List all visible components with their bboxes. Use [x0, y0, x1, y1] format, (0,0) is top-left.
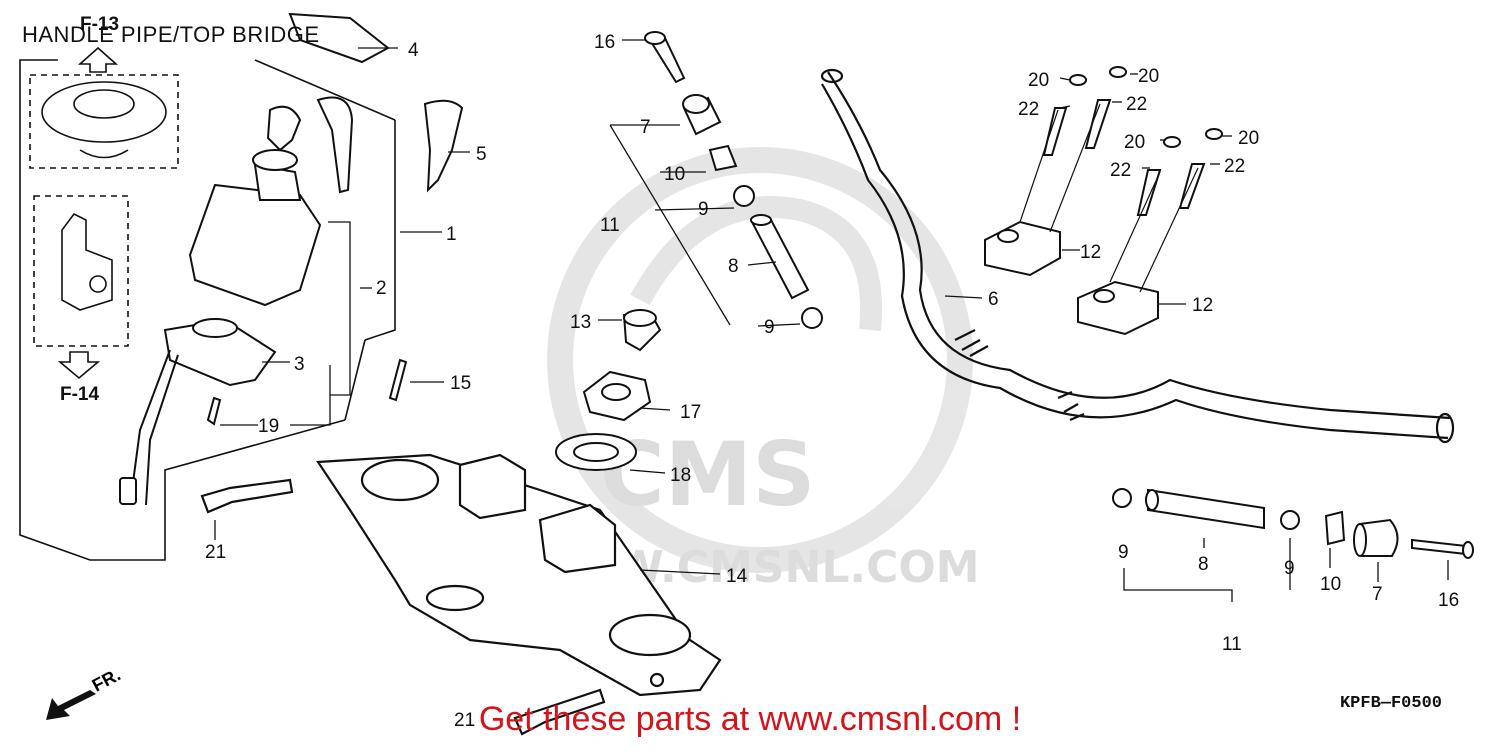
- callout-22-c: 22: [1110, 160, 1131, 181]
- callout-22-b: 22: [1126, 94, 1147, 115]
- callout-13: 13: [570, 312, 591, 333]
- bracket-4: [288, 12, 390, 64]
- callout-3: 3: [294, 354, 305, 375]
- ignition-group: [19, 46, 396, 561]
- callout-12-b: 12: [1192, 295, 1213, 316]
- callout-14: 14: [726, 566, 748, 587]
- callout-9-d: 9: [1284, 558, 1295, 579]
- front-arrow-icon: [46, 690, 96, 720]
- handle-pipe: [820, 68, 1455, 444]
- callout-22-d: 22: [1224, 156, 1245, 177]
- callout-10-upper: 10: [664, 164, 685, 185]
- callout-9-b: 9: [764, 317, 775, 338]
- callout-9-c: 9: [1118, 542, 1129, 563]
- center-stack: [555, 31, 823, 471]
- leader-lines: [214, 39, 1449, 602]
- callout-17: 17: [680, 402, 701, 423]
- drawing-code: KPFB—F0500: [1339, 694, 1442, 713]
- f13-dashed-box: [29, 74, 179, 169]
- key-5: [423, 99, 464, 193]
- callout-11-lower: 11: [1222, 634, 1242, 655]
- callouts: 4 5 1 2 3 15 19 21 21 14 16 7 10 11 9 8 …: [205, 32, 1459, 731]
- ignition-switch: [119, 12, 464, 506]
- callout-7-upper: 7: [640, 117, 651, 138]
- callout-22-a: 22: [1018, 99, 1039, 120]
- callout-6: 6: [988, 289, 999, 310]
- f14-dashed-box: [33, 195, 129, 347]
- callout-20-b: 20: [1138, 66, 1159, 87]
- callout-19: 19: [258, 416, 279, 437]
- callout-9-a: 9: [698, 199, 709, 220]
- callout-20-a: 20: [1028, 70, 1049, 91]
- callout-8-upper: 8: [728, 256, 739, 277]
- figure-ref-upper: F-13: [80, 14, 120, 35]
- callout-18: 18: [670, 465, 691, 486]
- callout-5: 5: [476, 144, 487, 165]
- up-arrow-icon: [77, 46, 119, 73]
- figure-ref-lower: F-14: [60, 384, 100, 405]
- callout-16-lower: 16: [1438, 590, 1459, 611]
- down-arrow-icon: [57, 351, 101, 380]
- callout-21-upper: 21: [205, 542, 226, 563]
- callout-2: 2: [376, 278, 387, 299]
- top-bridge: [200, 453, 722, 736]
- callout-10-lower: 10: [1320, 574, 1341, 595]
- diagram-title: HANDLE PIPE/TOP BRIDGE: [22, 22, 320, 47]
- callout-12-a: 12: [1080, 242, 1101, 263]
- promo-link[interactable]: Get these parts at www.cmsnl.com !: [478, 700, 1022, 738]
- callout-8-lower: 8: [1198, 554, 1209, 575]
- callout-20-d: 20: [1238, 128, 1259, 149]
- callout-16-upper: 16: [594, 32, 615, 53]
- handle-holders: [984, 66, 1223, 336]
- callout-11-upper: 11: [600, 215, 620, 236]
- callout-7-lower: 7: [1372, 584, 1383, 605]
- bar-end-set: [1112, 488, 1474, 559]
- callout-1: 1: [446, 224, 457, 245]
- watermark-logo: CMS: [600, 423, 816, 526]
- callout-20-c: 20: [1124, 132, 1145, 153]
- callout-15: 15: [450, 373, 471, 394]
- callout-21-lower: 21: [454, 710, 475, 731]
- callout-4: 4: [408, 40, 419, 61]
